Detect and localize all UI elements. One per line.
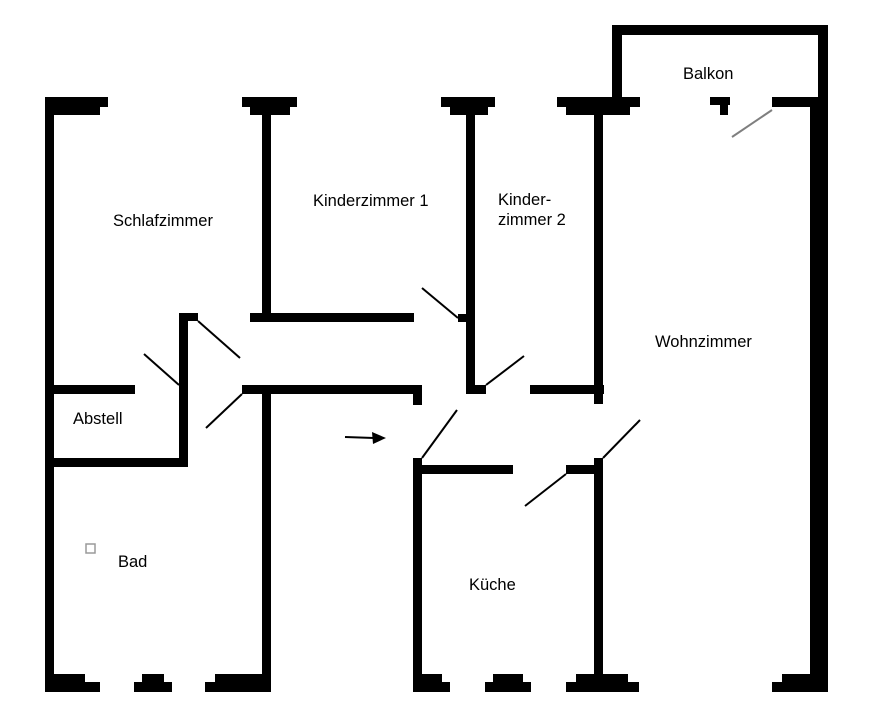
room-label-kinderzimmer2: Kinder- zimmer 2 xyxy=(498,190,566,230)
door-schlafzimmer xyxy=(197,320,241,359)
bottom-wall-5b xyxy=(493,674,523,682)
bottom-wall-7b xyxy=(782,674,822,682)
walls xyxy=(45,25,828,692)
room-label-balkon: Balkon xyxy=(683,65,734,83)
bottom-wall-2b xyxy=(142,674,164,682)
door-kinderzimmer1 xyxy=(421,287,459,319)
doors xyxy=(143,109,773,507)
top-wall-5b xyxy=(720,105,728,115)
room-label-kinderzimmer1: Kinderzimmer 1 xyxy=(313,192,429,210)
room-label-bad: Bad xyxy=(118,553,148,571)
room-label-schlafzimmer: Schlafzimmer xyxy=(113,212,213,230)
top-wall-2 xyxy=(242,97,297,107)
room-label-kinderzimmer2-line1: Kinder- xyxy=(498,191,552,209)
bottom-wall-7 xyxy=(772,682,828,692)
door-abstell xyxy=(143,353,180,386)
top-wall-1b xyxy=(45,107,100,115)
wall-abstell-doorstop xyxy=(179,313,198,321)
bottom-wall-1b xyxy=(50,674,85,682)
wall-abstell-top xyxy=(45,385,135,394)
bottom-wall-4 xyxy=(413,682,450,692)
wall-kinderzimmer2-right xyxy=(594,107,603,404)
wall-abstell-right xyxy=(179,313,188,467)
left-exterior-wall xyxy=(45,97,54,692)
door-kinderzimmer2 xyxy=(485,355,525,386)
bottom-wall-3 xyxy=(205,682,270,692)
wall-kinderzimmer2-bottom-left xyxy=(466,385,486,394)
wall-kinderzimmer2-left xyxy=(466,107,475,394)
balkon-wall-left xyxy=(612,25,622,100)
wall-kueche-right xyxy=(594,458,603,692)
top-wall-1 xyxy=(45,97,108,107)
balkon-wall-right xyxy=(818,25,828,100)
square-fixture-icon xyxy=(85,543,96,554)
door-bad xyxy=(205,393,243,429)
wall-kueche-top-left xyxy=(413,465,513,474)
door-kueche xyxy=(524,473,567,507)
top-wall-6 xyxy=(772,97,828,107)
wall-abstell-bottom xyxy=(45,458,188,467)
bottom-wall-1 xyxy=(45,682,100,692)
top-wall-3 xyxy=(441,97,495,107)
wall-corridor-top xyxy=(242,385,422,394)
wall-kinderzimmer2-doorstop xyxy=(458,314,475,322)
wall-kueche-top-right xyxy=(566,465,603,474)
wall-bad-right xyxy=(262,385,271,692)
room-label-wohnzimmer: Wohnzimmer xyxy=(655,333,752,351)
bottom-wall-3b xyxy=(215,674,263,682)
top-wall-4 xyxy=(557,97,640,107)
room-label-kinderzimmer2-line2: zimmer 2 xyxy=(498,211,566,229)
balkon-wall-top xyxy=(612,25,828,35)
right-exterior-wall xyxy=(810,97,828,692)
wall-kinderzimmer1-left xyxy=(262,107,271,322)
wall-corridor-stub xyxy=(413,385,422,405)
room-label-abstell: Abstell xyxy=(73,410,123,428)
bottom-wall-5 xyxy=(485,682,531,692)
door-balkon xyxy=(731,109,773,138)
bottom-wall-2 xyxy=(134,682,172,692)
entrance-arrow-icon xyxy=(344,432,386,444)
bottom-wall-4b xyxy=(420,674,442,682)
wall-kinderzimmer1-bottom xyxy=(250,313,414,322)
room-label-kueche: Küche xyxy=(469,576,516,594)
door-wohnzimmer xyxy=(602,419,641,459)
wall-kueche-left xyxy=(413,458,422,692)
top-wall-5 xyxy=(710,97,730,105)
door-entrance xyxy=(421,409,458,459)
wall-kinderzimmer2-bottom-right xyxy=(530,385,604,394)
